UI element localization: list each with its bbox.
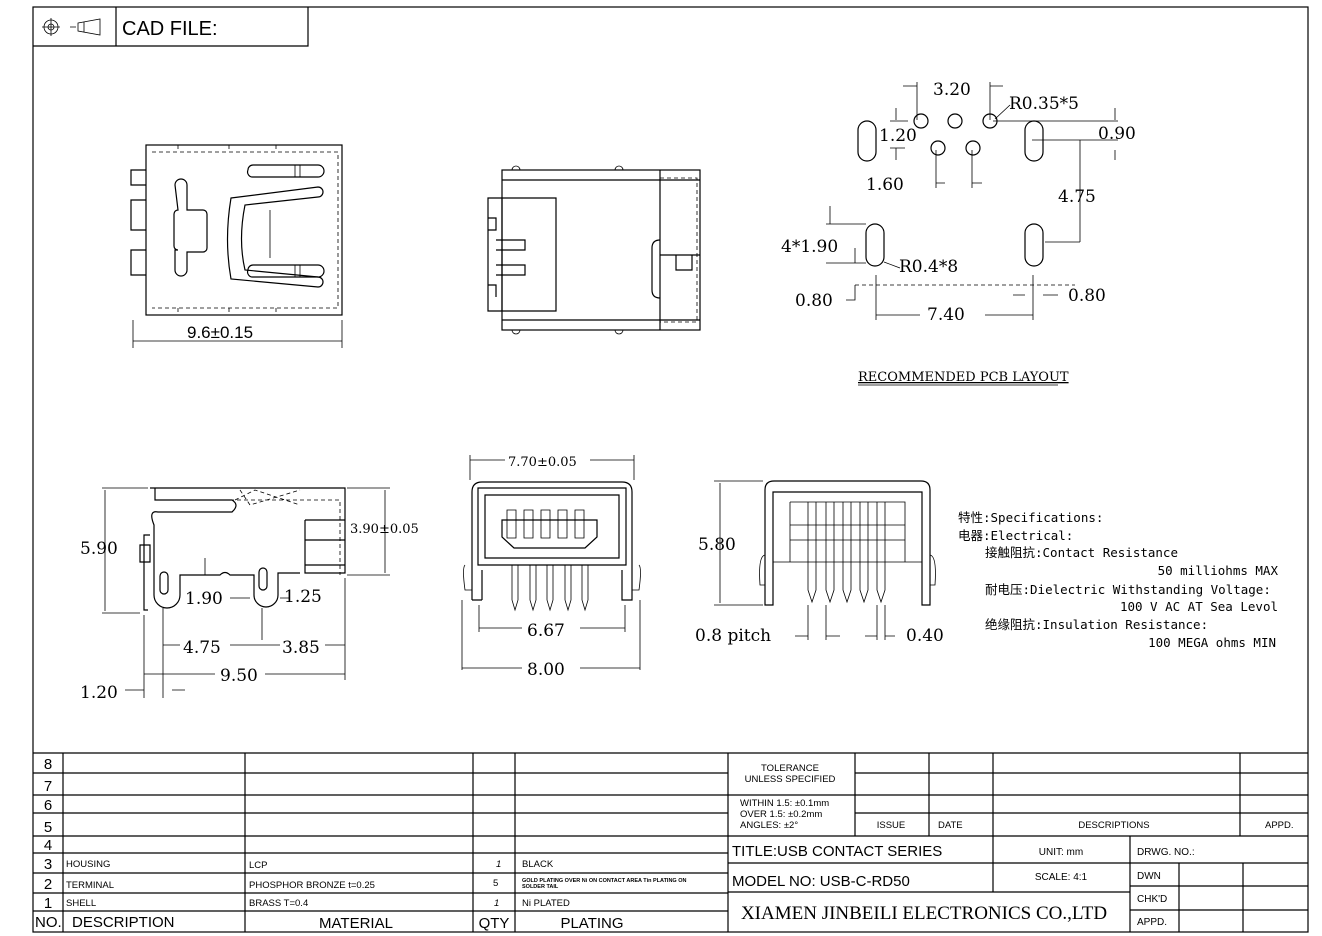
side-height-dim: 5.90 <box>80 539 118 559</box>
spec-contact-resistance: 接触阻抗:Contact Resistance <box>985 545 1178 560</box>
side-leg-spacing-dim: 4.75 <box>183 638 221 658</box>
drawn-by-label: DWN <box>1137 871 1161 882</box>
bom-header-no: NO. <box>35 914 62 931</box>
side-slot-width-dim: 1.90 <box>185 589 223 609</box>
front-pins <box>506 509 589 612</box>
side-length-dim: 9.50 <box>220 666 258 686</box>
header-box: CAD FILE: <box>33 7 309 47</box>
front-view: 7.70±0.05 6.67 8.00 <box>461 455 641 680</box>
side-leg-width-dim: 1.25 <box>284 587 322 607</box>
revision-date-header: DATE <box>938 820 963 831</box>
spec-insulation: 绝缘阻抗:Insulation Resistance: <box>985 617 1208 632</box>
bom-row-8-no: 8 <box>44 756 52 773</box>
bom-header-plating: PLATING <box>560 915 623 932</box>
bom-row-3-material: LCP <box>249 860 267 871</box>
drawing-number-label: DRWG. NO.: <box>1137 847 1195 858</box>
title-series: TITLE:USB CONTACT SERIES <box>732 843 942 860</box>
bom-header-description: DESCRIPTION <box>72 914 175 931</box>
bom-row-3-description: HOUSING <box>66 859 110 870</box>
checked-by-label: CHK'D <box>1137 894 1167 905</box>
tolerance-within: WITHIN 1.5: ±0.1mm <box>740 798 829 809</box>
unit-label: UNIT: mm <box>1039 847 1083 858</box>
top-view: 9.6±0.15 <box>130 144 343 348</box>
pcb-slot-radius-dim: R0.4*8 <box>899 257 958 277</box>
sheet-border <box>32 6 1309 933</box>
spec-dielectric: 耐电压:Dielectric Withstanding Voltage: <box>985 582 1271 597</box>
bom-row-3-qty: 1 <box>496 859 501 870</box>
tolerance-over: OVER 1.5: ±0.2mm <box>740 809 822 820</box>
bom-row-1-qty: 1 <box>494 898 499 909</box>
bom-row-7-no: 7 <box>44 778 52 795</box>
spec-insulation-value: 100 MEGA ohms MIN <box>1148 635 1276 650</box>
title-block: TITLE:USB CONTACT SERIES UNIT: mm DRWG. … <box>728 836 1308 932</box>
bom-header-material: MATERIAL <box>319 915 393 932</box>
top-view-width-dim: 9.6±0.15 <box>187 323 253 342</box>
scale-label: SCALE: 4:1 <box>1035 872 1088 883</box>
pcb-hole-radius-dim: R0.35*5 <box>1009 94 1079 114</box>
approved-by-label: APPD. <box>1137 917 1167 928</box>
bom-row-5-no: 5 <box>44 819 52 836</box>
revision-appd-header: APPD. <box>1265 820 1294 831</box>
tolerance-angles: ANGLES: ±2° <box>740 820 798 831</box>
pcb-right-offset-dim: 0.80 <box>1068 286 1106 306</box>
pcb-slot-span-dim: 7.40 <box>927 305 965 325</box>
bom-row-1-no: 1 <box>44 895 52 912</box>
revision-issue-header: ISSUE <box>877 820 906 831</box>
bom-row-2-plating: GOLD PLATING OVER Ni ON CONTACT AREA Tin… <box>522 878 687 884</box>
pcb-hole-spacing-dim: 1.60 <box>866 175 904 195</box>
rear-view: 5.80 0.8 pitch 0.40 <box>695 480 944 646</box>
side-front-offset-dim: 3.85 <box>282 638 320 658</box>
bom-row-1-description: SHELL <box>66 898 96 909</box>
rear-pins <box>807 502 886 604</box>
cad-file-label: CAD FILE: <box>122 18 218 40</box>
bom-row-2-qty: 5 <box>493 878 498 889</box>
tolerance-title-1: TOLERANCE <box>761 763 819 774</box>
pcb-slot-length-dim: 4*1.90 <box>781 237 838 257</box>
side-inner-height-dim: 3.90±0.05 <box>350 522 419 537</box>
pcb-layout-label: RECOMMENDED PCB LAYOUT <box>858 370 1069 385</box>
tolerance-title-2: UNLESS SPECIFIED <box>745 774 836 785</box>
bom-row-6-no: 6 <box>44 797 52 814</box>
bom-row-4-no: 4 <box>44 837 52 854</box>
bom-row-2-plating-2: SOLDER TAIL <box>522 884 559 890</box>
revision-block: TOLERANCE UNLESS SPECIFIED WITHIN 1.5: ±… <box>728 753 1308 837</box>
side-tail-offset-dim: 1.20 <box>80 683 118 703</box>
spec-contact-resistance-value: 50 milliohms MAX <box>1158 563 1279 578</box>
spec-title: 特性:Specifications: <box>958 510 1103 525</box>
bom-row-3-no: 3 <box>44 856 52 873</box>
pcb-layout: 3.20 R0.35*5 1.20 0.90 1.60 4.75 4*1.90 … <box>781 80 1136 386</box>
rear-pin-width-dim: 0.40 <box>906 626 944 646</box>
revision-descriptions-header: DESCRIPTIONS <box>1078 820 1149 831</box>
specifications: 特性:Specifications: 电器:Electrical: 接触阻抗:C… <box>958 510 1278 650</box>
pcb-holes <box>913 113 998 156</box>
pcb-row-offset-dim: 1.20 <box>879 126 917 146</box>
pcb-slot-top-dim: 0.90 <box>1098 124 1136 144</box>
pcb-left-offset-dim: 0.80 <box>795 291 833 311</box>
bom-row-2-material: PHOSPHOR BRONZE t=0.25 <box>249 880 375 891</box>
side-view: 5.90 3.90±0.05 1.90 1.25 4.75 3.85 9.50 … <box>80 487 419 703</box>
bom-row-1-plating: Ni PLATED <box>522 898 570 909</box>
pcb-pitch-dim: 3.20 <box>933 80 971 100</box>
front-top-width-dim: 7.70±0.05 <box>508 455 577 470</box>
side-top-view <box>487 165 701 335</box>
spec-dielectric-value: 100 V AC AT Sea Levol <box>1120 599 1278 614</box>
rear-pitch-dim: 0.8 pitch <box>695 626 771 646</box>
bom-row-3-plating: BLACK <box>522 859 554 870</box>
bom-header-qty: QTY <box>479 915 510 932</box>
front-inner-width-dim: 6.67 <box>527 621 565 641</box>
bom-row-1-material: BRASS T=0.4 <box>249 898 308 909</box>
model-number: MODEL NO: USB-C-RD50 <box>732 873 910 890</box>
pcb-slot-vertical-dim: 4.75 <box>1058 187 1096 207</box>
bom-row-2-description: TERMINAL <box>66 880 114 891</box>
company-name: XIAMEN JINBEILI ELECTRONICS CO.,LTD <box>741 903 1107 924</box>
front-overall-width-dim: 8.00 <box>527 660 565 680</box>
bom-row-2-no: 2 <box>44 876 52 893</box>
rear-height-dim: 5.80 <box>698 535 736 555</box>
first-angle-projection-icon <box>42 18 101 36</box>
bom-table: 8 7 6 5 4 3 2 1 HOUSING LCP 1 BLACK TERM… <box>33 752 1308 932</box>
spec-electrical: 电器:Electrical: <box>958 528 1073 543</box>
